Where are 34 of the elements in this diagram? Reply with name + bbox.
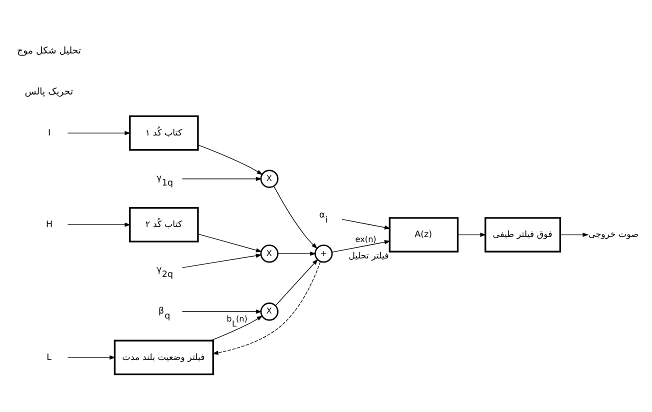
node-label: فیلتر تحلیل xyxy=(348,251,389,262)
arrow xyxy=(198,233,262,252)
node-text: H xyxy=(46,219,53,230)
arrow xyxy=(332,240,391,252)
arrow xyxy=(278,251,316,256)
node-box: کتاب کُد ۲ xyxy=(129,206,199,242)
arrow xyxy=(273,185,318,248)
arrow xyxy=(182,253,262,268)
node-box: فوق فیلتر طیفی xyxy=(484,216,562,252)
arrow xyxy=(67,354,116,360)
node-box: فیلتر وضعیت بلند مدت xyxy=(114,339,214,375)
arrow xyxy=(67,130,131,135)
arrow xyxy=(275,258,318,306)
arrow xyxy=(182,309,262,314)
node-box: کتاب کُد ۱ xyxy=(129,114,199,150)
arrow xyxy=(67,222,131,226)
node-circle: + xyxy=(314,244,333,262)
node-text: I xyxy=(48,128,51,138)
edge-label: ex(n) xyxy=(355,233,376,244)
arrow xyxy=(212,260,321,354)
arrow xyxy=(560,232,589,236)
arrow xyxy=(182,176,262,180)
label: تحلیل شکل موج xyxy=(17,44,82,56)
node-circle: X xyxy=(260,302,278,320)
arrow xyxy=(342,218,391,230)
node-box: A(z) xyxy=(388,216,459,252)
label: تحریک پالس xyxy=(24,86,74,97)
arrow xyxy=(210,315,263,340)
node-text: L xyxy=(46,352,52,362)
arrow xyxy=(458,232,486,236)
node-circle: X xyxy=(260,169,278,188)
arrow xyxy=(198,144,263,174)
node-text: صوت خروجی xyxy=(588,230,639,240)
node-circle: X xyxy=(260,244,278,262)
